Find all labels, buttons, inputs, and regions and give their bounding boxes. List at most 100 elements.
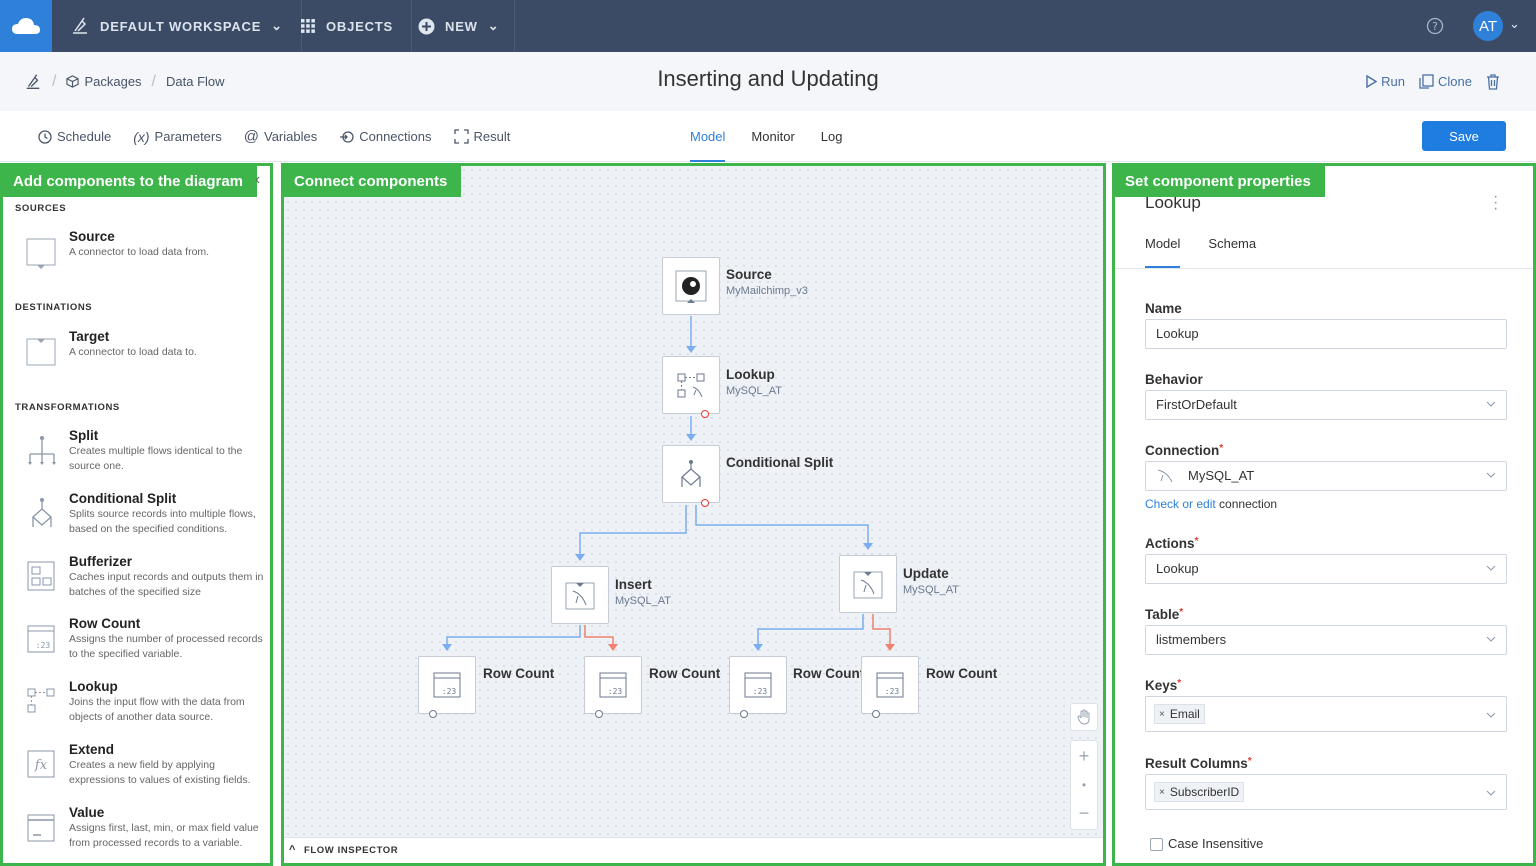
chevron-down-icon [1486,565,1496,571]
node-conditional-split[interactable] [662,445,720,503]
keys-label: Keys* [1145,678,1182,693]
chevron-down-icon: ⌄ [271,18,283,33]
component-value[interactable]: Value Assigns first, last, min, or max f… [25,805,270,855]
component-conditional-split[interactable]: Conditional Split Splits source records … [25,491,270,541]
node-lookup-label: Lookup [726,367,775,382]
row-count-icon: :23 [27,625,55,653]
table-label: Table* [1145,607,1184,622]
node-update-sub: MySQL_AT [903,584,960,596]
output-port[interactable] [740,710,748,718]
zoom-out-icon[interactable]: − [1078,802,1090,823]
schedule-button[interactable]: Schedule [38,129,111,144]
node-insert-label: Insert [615,577,652,592]
error-port[interactable] [701,410,709,418]
table-select[interactable]: listmembers [1145,625,1507,655]
remove-tag-icon[interactable]: × [1159,708,1165,720]
clone-button[interactable]: Clone [1419,74,1472,89]
source-icon [26,238,56,269]
zoom-reset-icon[interactable]: • [1081,777,1087,792]
help-icon[interactable]: ? [1426,17,1444,35]
case-insensitive-checkbox[interactable] [1150,838,1163,851]
workspace-home-icon[interactable] [24,73,42,91]
component-bufferizer[interactable]: Bufferizer Caches input records and outp… [25,554,270,604]
save-button[interactable]: Save [1422,121,1506,151]
zoom-in-icon[interactable]: + [1078,746,1090,767]
properties-tabs: Model Schema [1145,220,1256,268]
error-port[interactable] [701,499,709,507]
play-icon [1366,75,1378,88]
link-condsplit-update [695,505,869,549]
variables-button[interactable]: @Variables [243,128,318,145]
node-insert[interactable] [551,566,609,624]
name-field[interactable]: Lookup [1145,319,1507,349]
node-row-count-1[interactable]: :23 [418,656,476,714]
extend-icon: fx [27,750,55,778]
tab-log[interactable]: Log [820,129,843,144]
workspace-menu[interactable]: DEFAULT WORKSPACE ⌄ [52,0,302,52]
node-insert-sub: MySQL_AT [615,595,672,607]
avatar[interactable]: AT [1473,11,1503,41]
key-tag[interactable]: ×Email [1154,704,1205,724]
remove-tag-icon[interactable]: × [1159,786,1165,798]
tab-props-schema[interactable]: Schema [1208,236,1257,251]
node-update-label: Update [903,566,949,581]
more-vertical-icon[interactable]: ··· [1493,188,1499,217]
avatar-chevron-icon[interactable]: ⌄ [1509,16,1520,31]
flow-inspector-bar[interactable]: ^ FLOW INSPECTOR [284,837,1103,863]
tab-monitor[interactable]: Monitor [751,129,795,144]
run-button[interactable]: Run [1365,74,1405,89]
output-port[interactable] [595,710,603,718]
connection-select[interactable]: MySQL_AT [1145,461,1507,491]
node-update[interactable] [839,555,897,613]
page-header: / Packages / Data Flow Inserting and Upd… [0,52,1536,111]
breadcrumb-data-flow[interactable]: Data Flow [166,74,225,89]
tab-model[interactable]: Model [690,111,726,162]
component-row-count[interactable]: :23 Row Count Assigns the number of proc… [25,616,270,666]
chevron-down-icon [1486,636,1496,642]
parameters-button[interactable]: (x)Parameters [133,128,222,145]
result-column-tag[interactable]: ×SubscriberID [1154,782,1245,802]
new-menu[interactable]: NEW ⌄ [400,0,515,52]
link-insert-rowcount2-error [584,625,614,650]
node-row-count-3[interactable]: :23 [729,656,787,714]
header-actions: Run Clone [1365,52,1500,111]
node-lookup[interactable] [662,356,720,414]
chevron-down-icon [1486,472,1496,478]
check-connection-link[interactable]: Check or edit connection [1145,497,1278,511]
delete-button[interactable] [1486,73,1500,90]
node-rowcount4-label: Row Count [926,666,998,681]
objects-menu[interactable]: OBJECTS [282,0,413,52]
tab-props-model[interactable]: Model [1145,220,1181,268]
connections-button[interactable]: Connections [339,129,432,144]
view-tabs: Model Monitor Log [690,111,842,162]
breadcrumb-packages[interactable]: Packages [66,74,142,89]
output-port[interactable] [872,710,880,718]
output-port[interactable] [429,710,437,718]
node-source[interactable] [662,257,720,315]
keys-multiselect[interactable]: ×Email [1145,696,1507,732]
plus-circle-icon [418,18,435,35]
link-insert-rowcount1 [446,625,581,650]
actions-select[interactable]: Lookup [1145,554,1507,584]
panel-label-set-properties: Set component properties [1115,166,1325,197]
component-lookup[interactable]: Lookup Joins the input flow with the dat… [25,679,270,729]
component-extend[interactable]: fx Extend Creates a new field by applyin… [25,742,270,792]
node-row-count-4[interactable]: :23 [861,656,919,714]
pan-hand-icon[interactable] [1070,703,1098,731]
collapse-panel-icon[interactable]: ‹ [255,171,261,188]
row-count-icon: :23 [876,672,904,698]
result-columns-multiselect[interactable]: ×SubscriberID [1145,774,1507,810]
trash-icon [1487,73,1499,90]
component-target[interactable]: Target A connector to load data to. [25,329,270,379]
behavior-select[interactable]: FirstOrDefault [1145,390,1507,420]
section-sources: SOURCES [15,203,67,214]
value-icon [27,814,55,842]
result-button[interactable]: Result [453,129,510,144]
component-split[interactable]: Split Creates multiple flows identical t… [25,428,270,478]
svg-text::23: :23 [885,687,900,696]
node-row-count-2[interactable]: :23 [584,656,642,714]
cloud-logo-icon[interactable] [0,0,52,52]
component-source[interactable]: Source A connector to load data from. [25,229,270,279]
zoom-controls: + • − [1070,740,1098,830]
diagram-canvas[interactable]: Connect components Source MyMailchimp_v3 [281,163,1106,866]
